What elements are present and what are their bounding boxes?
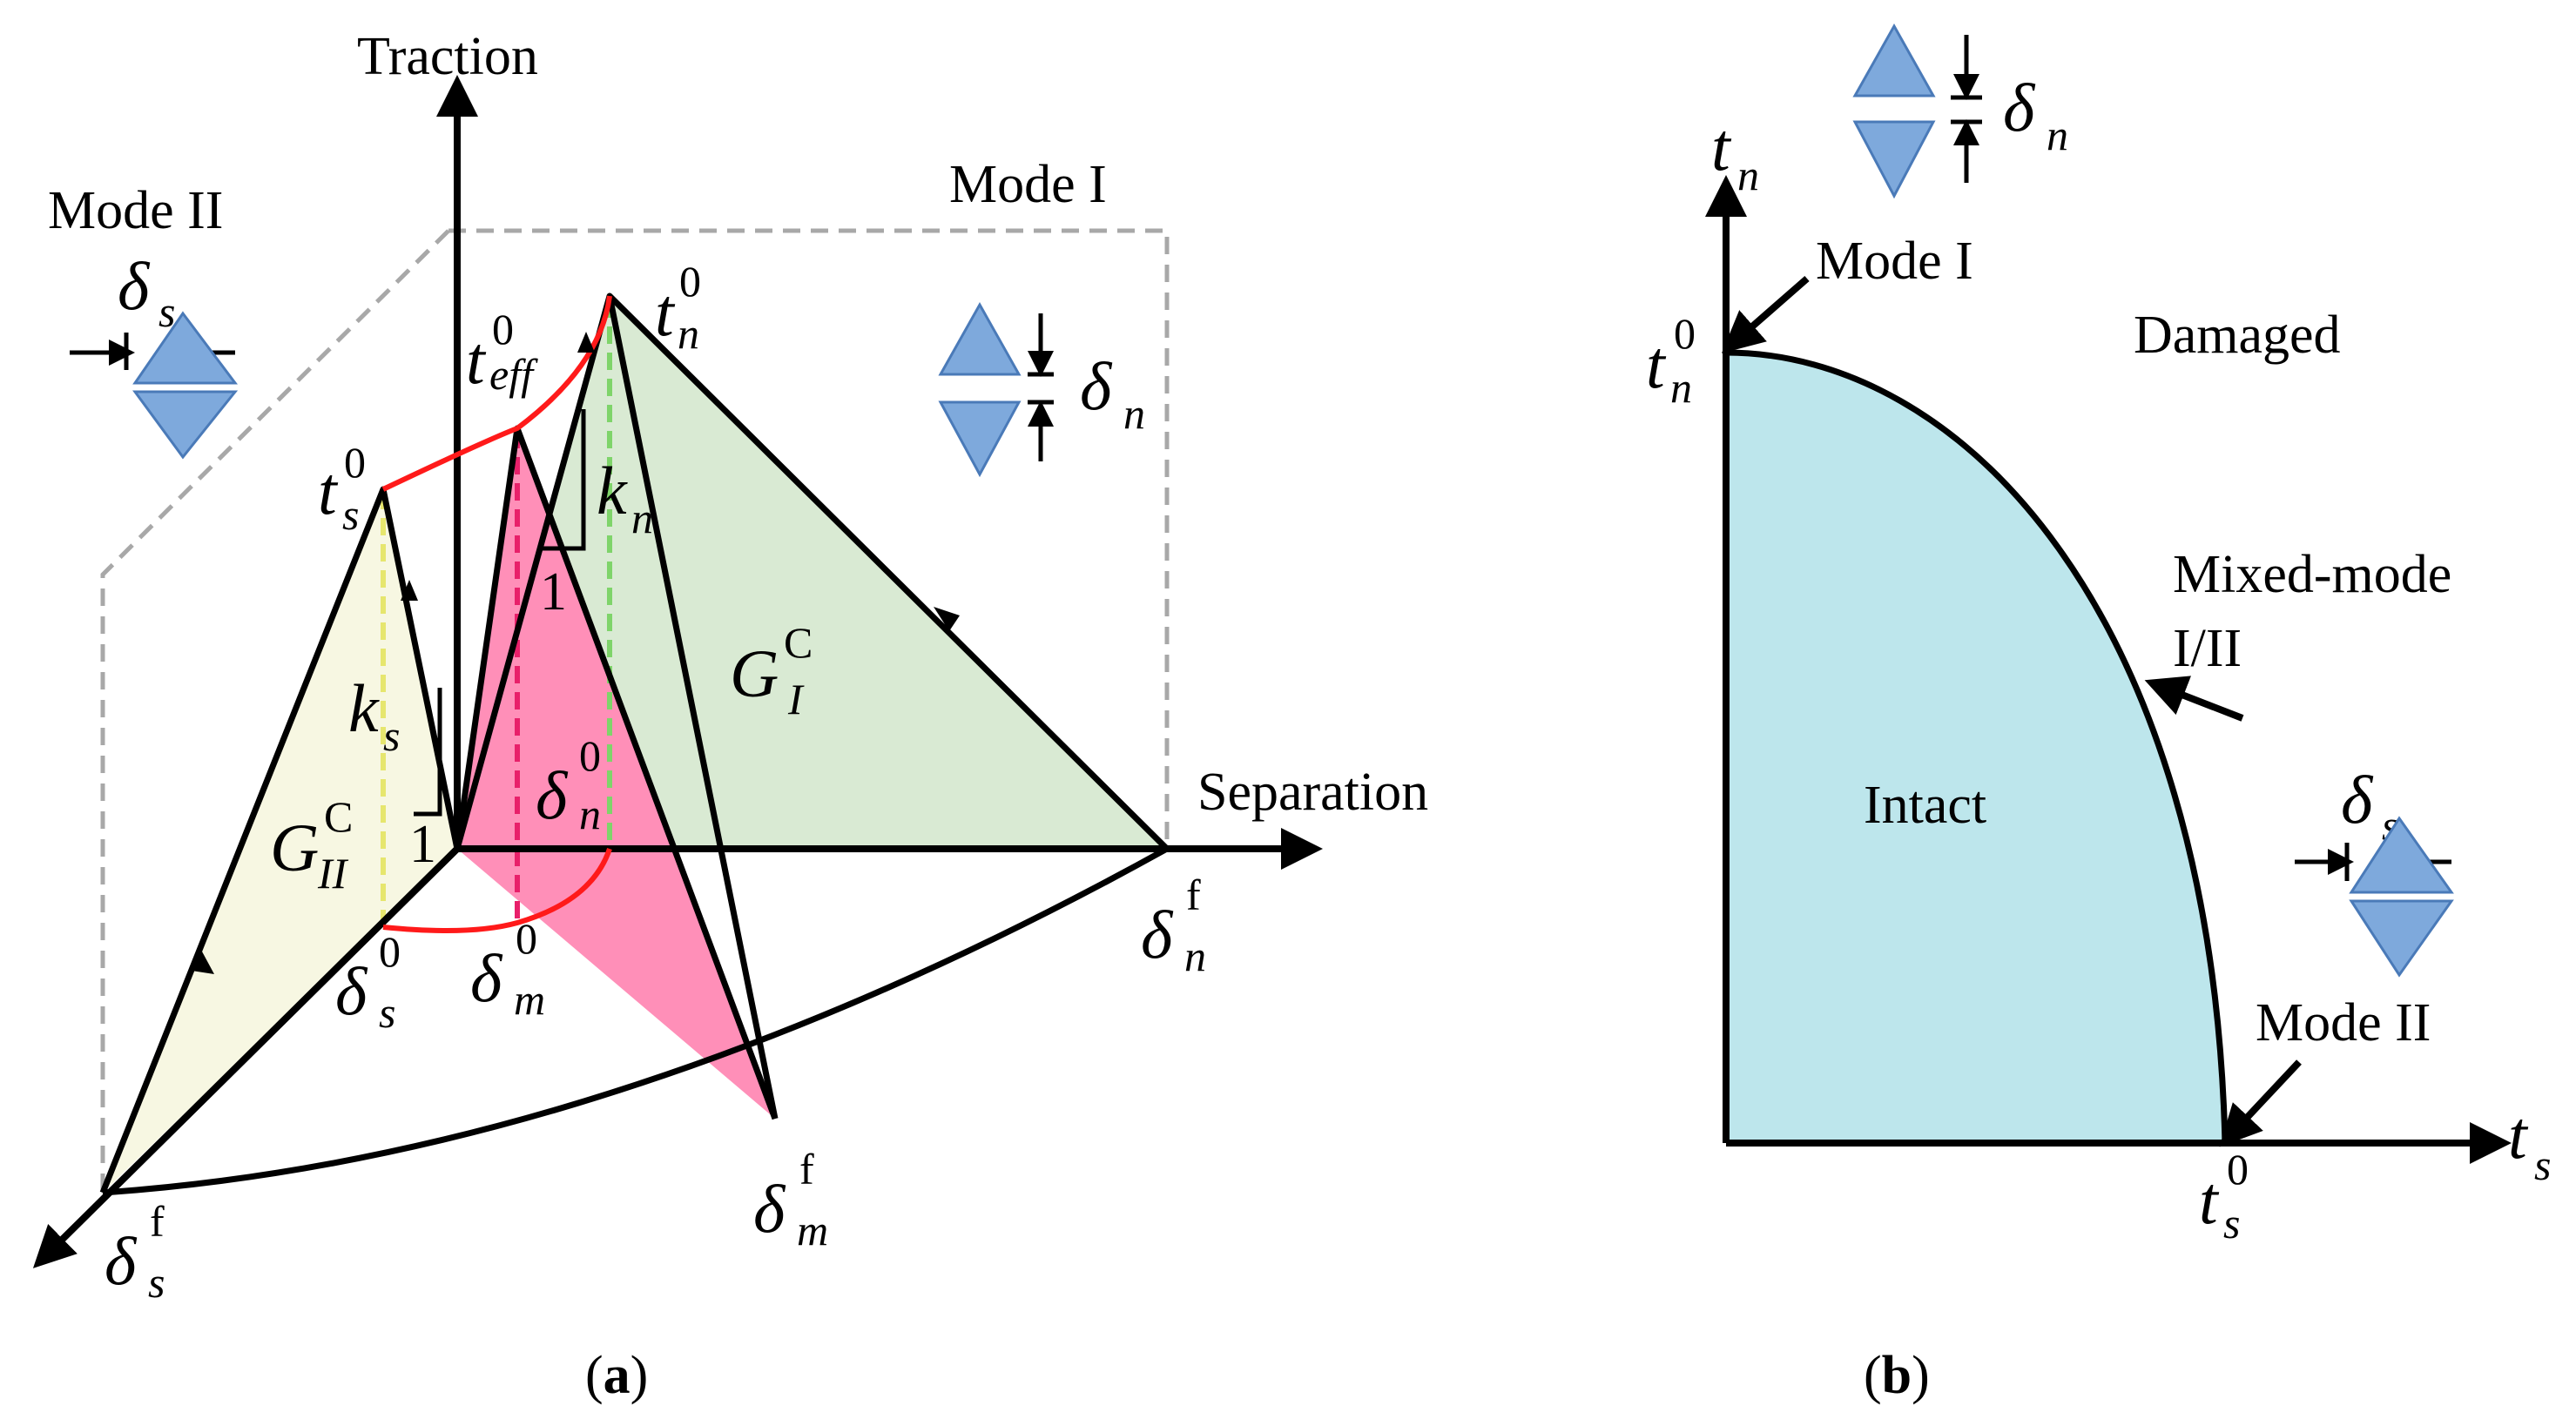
dm0-sub: m xyxy=(514,975,545,1024)
mode-i-slope-triangle xyxy=(540,409,586,551)
dnf-label: δ xyxy=(1141,897,1174,972)
mode-i-b-label: Mode I xyxy=(1816,232,1973,291)
tn0-label: t xyxy=(655,274,676,350)
dmf-sup: f xyxy=(799,1145,814,1194)
kn-sub: n xyxy=(631,494,653,542)
dnf-sub: n xyxy=(1184,931,1206,980)
ds0-sub: s xyxy=(379,988,395,1037)
mode-ii-shear-icon: δ s xyxy=(70,248,239,460)
ks-one: 1 xyxy=(409,815,436,874)
mixed-mode-ridge xyxy=(606,295,779,1120)
dsf-sub: s xyxy=(148,1258,165,1307)
ts0-b-label: t xyxy=(2199,1162,2220,1238)
ts0-b-sub: s xyxy=(2223,1199,2240,1248)
ts0-sub: s xyxy=(342,490,359,539)
giic-sub: II xyxy=(317,849,349,898)
dnf-sup: f xyxy=(1186,871,1201,919)
ks-sub: s xyxy=(383,711,400,760)
giic-label: G xyxy=(270,810,319,885)
teff0-label: t xyxy=(466,322,487,398)
intact-region xyxy=(1726,353,2225,1143)
dm0-sup: 0 xyxy=(516,914,537,963)
shear-axis xyxy=(32,846,460,1268)
tn0-sub: n xyxy=(678,309,699,358)
svg-text:δ: δ xyxy=(2341,762,2374,837)
shear-sliding-icon: δ s xyxy=(2295,762,2454,978)
separation-label: Separation xyxy=(1197,763,1428,822)
ds0-sup: 0 xyxy=(379,927,401,976)
dsf-sup: f xyxy=(150,1197,165,1246)
svg-text:s: s xyxy=(158,287,175,336)
failure-envelope xyxy=(102,845,1169,1196)
panel-b-caption: (b) xyxy=(1864,1346,1930,1405)
mode-ii-b-label: Mode II xyxy=(2256,993,2431,1052)
panel-a: Traction Separation Mode II Mode I δ s δ… xyxy=(32,27,1428,1405)
initiation-envelope-top xyxy=(381,295,612,492)
tn-axis-sub: n xyxy=(1737,151,1759,199)
mode-ii-label: Mode II xyxy=(48,181,223,240)
teff0-sub: eff xyxy=(489,350,538,399)
direction-arrow-mode-ii-up xyxy=(401,580,418,601)
panel-a-caption: (a) xyxy=(585,1346,648,1405)
dm0-label: δ xyxy=(470,940,503,1016)
failure-boundary xyxy=(1725,349,2229,1144)
tn0-b-sup: 0 xyxy=(1674,309,1696,358)
kn-one: 1 xyxy=(540,562,567,622)
dn0-sup: 0 xyxy=(579,731,601,780)
ts-axis-label: t xyxy=(2508,1097,2529,1173)
mixed-mode-energy-area xyxy=(457,428,775,1119)
svg-text:n: n xyxy=(2047,111,2068,159)
mixed-mode-label-1: Mixed-mode xyxy=(2173,545,2451,604)
mode-ii-box-outline xyxy=(100,229,450,1193)
ks-label: k xyxy=(348,670,380,746)
mode-i-label: Mode I xyxy=(949,155,1107,214)
mode-ii-pointer xyxy=(2219,1059,2302,1147)
ts0-b-sup: 0 xyxy=(2227,1145,2249,1194)
tn0-sup: 0 xyxy=(679,257,701,306)
svg-text:δ: δ xyxy=(2003,70,2036,145)
direction-arrow-mode-i xyxy=(934,607,960,631)
gic-sub: I xyxy=(787,675,805,723)
dmf-sub: m xyxy=(797,1206,828,1254)
mode-ii-slope-triangle xyxy=(414,688,442,817)
teff0-sup: 0 xyxy=(492,305,514,353)
kn-label: k xyxy=(597,453,628,528)
tn0-b-sub: n xyxy=(1670,363,1692,412)
ds0-label: δ xyxy=(335,953,368,1029)
intact-label: Intact xyxy=(1864,776,1986,835)
giic-sup: C xyxy=(324,792,353,841)
ts0-sup: 0 xyxy=(344,438,366,487)
dn0-label: δ xyxy=(536,757,569,833)
svg-text:n: n xyxy=(1123,389,1145,438)
dsf-label: δ xyxy=(105,1223,138,1299)
dn0-sub: n xyxy=(579,790,601,838)
tn0-b-label: t xyxy=(1646,326,1667,402)
svg-text:δ: δ xyxy=(118,248,151,324)
ts0-label: t xyxy=(318,453,339,528)
mode-i-pointer xyxy=(1721,275,1810,353)
mode-ii-energy-area xyxy=(103,489,457,1193)
tn-axis-label: t xyxy=(1711,109,1732,185)
gic-sup: C xyxy=(784,618,813,667)
mixed-mode-pointer xyxy=(2144,676,2244,722)
panel-b: t n t s t 0 n t 0 s Mode I Damaged Mixed… xyxy=(1646,23,2551,1405)
svg-text:δ: δ xyxy=(1080,348,1113,424)
direction-arrow-mode-i-up xyxy=(577,332,595,353)
mode-i-normal-icon: δ n xyxy=(938,301,1145,478)
direction-arrow-mode-ii xyxy=(192,952,214,974)
traction-label: Traction xyxy=(357,27,538,86)
gic-label: G xyxy=(730,636,779,711)
dmf-label: δ xyxy=(753,1171,786,1247)
damaged-label: Damaged xyxy=(2134,306,2341,365)
normal-opening-icon: δ n xyxy=(1852,23,2068,199)
mode-box-outline xyxy=(448,228,1170,849)
ts-axis-sub: s xyxy=(2534,1140,2551,1189)
mixed-mode-label-2: I/II xyxy=(2173,619,2242,678)
initiation-envelope-bottom xyxy=(382,848,612,933)
